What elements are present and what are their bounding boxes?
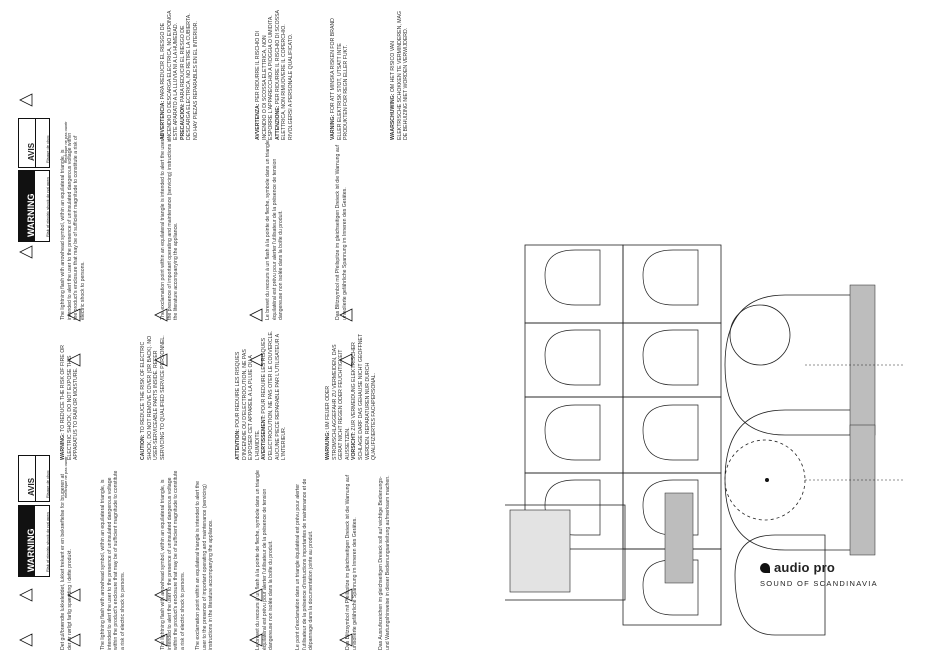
exclamation-triangle-icon	[19, 588, 33, 602]
avis-box-bottom: AVIS Risque de choc électrique ne pas ou…	[18, 455, 68, 502]
brand-tagline: SOUND OF SCANDINAVIA	[760, 579, 878, 588]
brand-name: audio pro	[774, 560, 836, 575]
lightning-triangle-icon	[19, 633, 33, 647]
fig-step-1	[524, 244, 624, 324]
left-text-panel: Det gul/brændte lukkeleddet, lukket trek…	[18, 10, 409, 650]
figures-panel: audio pro SOUND OF SCANDINAVIA	[505, 235, 950, 667]
brand-mark-icon	[760, 562, 770, 573]
warning-box-bottom: WARNING Risk of electric shock do not op…	[18, 505, 50, 577]
warning-box-top: WARNING Risk of electric shock do not op…	[18, 170, 50, 242]
warning-triangle-icons	[19, 93, 353, 647]
installation-figures	[505, 244, 905, 636]
fig-step-4	[524, 396, 624, 474]
brand-logo: audio pro SOUND OF SCANDINAVIA	[760, 560, 950, 600]
avis-box-top: AVIS Risque de choc électrique ne pas ou…	[18, 118, 68, 168]
fig-step-2	[622, 244, 722, 324]
fig-step-3	[524, 322, 624, 398]
